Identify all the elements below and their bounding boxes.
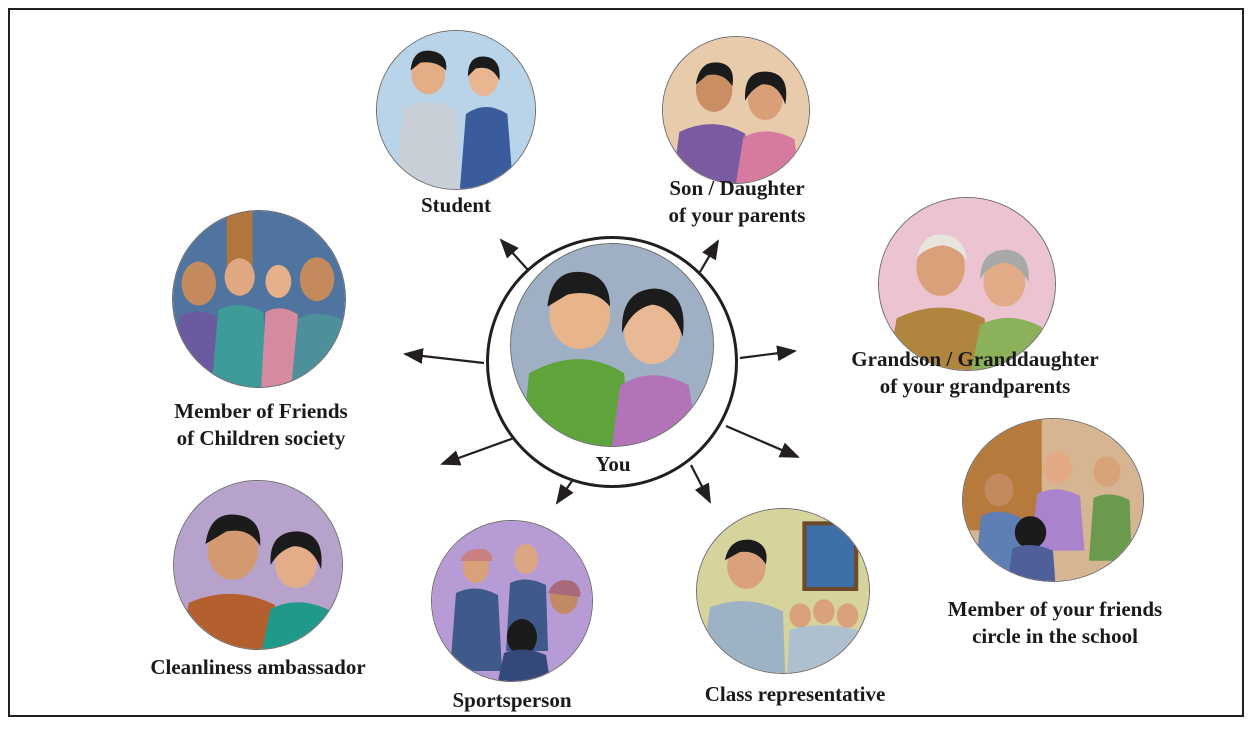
classroom-icon (696, 508, 870, 674)
arrow-to-student (499, 238, 529, 271)
arrow-to-class-rep (690, 464, 711, 504)
children-group-icon (172, 210, 346, 388)
parents-icon (662, 36, 810, 184)
student-label: Student (420, 193, 492, 217)
diagram-frame (8, 8, 1244, 717)
arrow-to-son-daughter (699, 239, 719, 273)
arrow-to-sportsperson (555, 477, 575, 505)
sportsperson-label: Sportsperson (452, 688, 572, 712)
center-label: You (595, 452, 631, 476)
boy-and-girl-icon (510, 243, 714, 447)
sports-team-icon (431, 520, 593, 682)
class-rep-label: Class representative (704, 682, 886, 706)
grandparents-icon (878, 197, 1056, 371)
friends-circle-icon (962, 418, 1144, 582)
cleanliness-label: Cleanliness ambassador (150, 655, 366, 679)
arrow-to-friends-circle (725, 424, 800, 459)
arrow-to-grandchild (739, 345, 797, 362)
arrow-to-cleanliness (440, 436, 515, 466)
boy-and-girl-icon (173, 480, 343, 650)
arrow-to-friends-society (403, 348, 485, 365)
students-with-school-bags-icon (376, 30, 536, 190)
